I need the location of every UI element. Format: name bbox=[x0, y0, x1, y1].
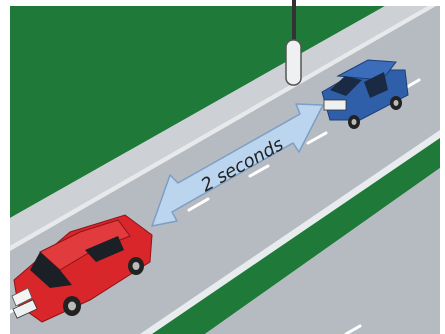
illustration: 2 seconds bbox=[0, 0, 445, 334]
road-scene: 2 seconds bbox=[0, 0, 445, 334]
